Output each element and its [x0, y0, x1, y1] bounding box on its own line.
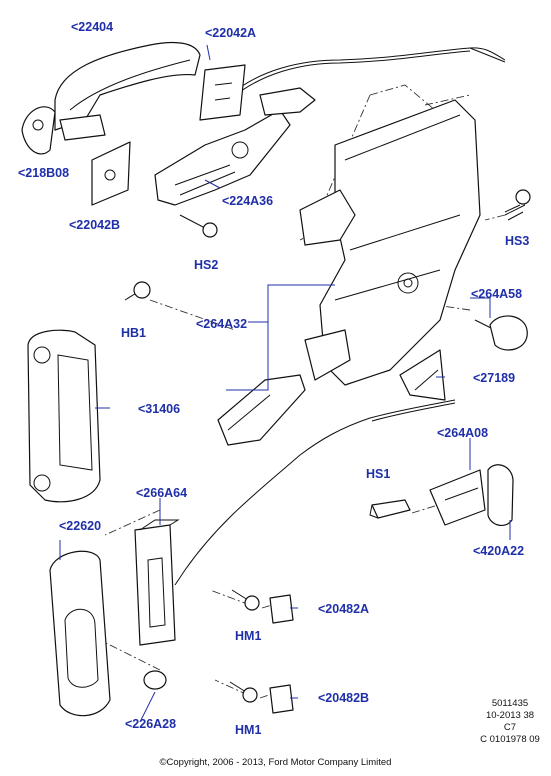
reference-date: 10-2013 38	[485, 710, 535, 721]
label-27189[interactable]: <27189	[473, 371, 516, 385]
plug-226A28	[143, 670, 167, 690]
bezel-22042B	[91, 141, 131, 206]
label-20482B[interactable]: <20482B	[318, 691, 370, 705]
copyright: ©Copyright, 2006 - 2013, Ford Motor Comp…	[159, 757, 392, 768]
clip-27189	[399, 349, 446, 401]
label-218B08[interactable]: <218B08	[18, 166, 70, 180]
mechanism-224A36	[154, 87, 316, 206]
cap-20482B	[269, 684, 294, 714]
knob-264A58	[474, 315, 528, 351]
outer-handle-22404	[54, 41, 201, 141]
screw-HM1-b	[229, 681, 258, 703]
label-HS1[interactable]: HS1	[366, 467, 391, 481]
label-HS2[interactable]: HS2	[194, 258, 219, 272]
label-224A36[interactable]: <224A36	[222, 194, 274, 208]
label-266A64[interactable]: <266A64	[136, 486, 188, 500]
striker-264A08	[429, 469, 486, 526]
label-HS3[interactable]: HS3	[505, 234, 530, 248]
screw-HM1-a	[231, 589, 260, 611]
label-420A22[interactable]: <420A22	[473, 544, 525, 558]
cap-218B08	[21, 106, 56, 155]
label-264A32[interactable]: <264A32	[196, 317, 248, 331]
cap-20482A	[269, 594, 294, 624]
reference-block: 5011435 10-2013 38 C7 C 0101978 09	[470, 698, 550, 746]
reference-id: C 0101978 09	[480, 734, 540, 745]
bezel-22042A	[199, 64, 246, 121]
label-HM1-b[interactable]: HM1	[235, 723, 262, 737]
label-22042A[interactable]: <22042A	[205, 26, 257, 40]
handle-22620	[49, 550, 111, 717]
leader-lines	[59, 44, 511, 723]
release-266A64	[134, 519, 180, 646]
label-HB1[interactable]: HB1	[121, 326, 147, 340]
label-22404[interactable]: <22404	[71, 20, 114, 34]
label-264A08[interactable]: <264A08	[437, 426, 489, 440]
label-22042B[interactable]: <22042B	[69, 218, 121, 232]
label-22620[interactable]: <22620	[59, 519, 102, 533]
label-31406[interactable]: <31406	[138, 402, 181, 416]
cables	[174, 47, 506, 586]
label-226A28[interactable]: <226A28	[125, 717, 177, 731]
label-HM1-a[interactable]: HM1	[235, 629, 262, 643]
screw-HS1	[369, 499, 411, 519]
plate-420A22	[487, 464, 514, 527]
interior-handle-31406	[27, 329, 101, 503]
screw-HS3	[504, 189, 531, 221]
bolt-HB1	[124, 281, 151, 301]
screw-HS2	[179, 214, 218, 238]
label-20482A[interactable]: <20482A	[318, 602, 370, 616]
reference-number: 5011435	[491, 698, 529, 709]
label-264A58[interactable]: <264A58	[471, 287, 523, 301]
reference-code: C7	[503, 722, 517, 733]
lock-body-264A32	[217, 99, 481, 446]
